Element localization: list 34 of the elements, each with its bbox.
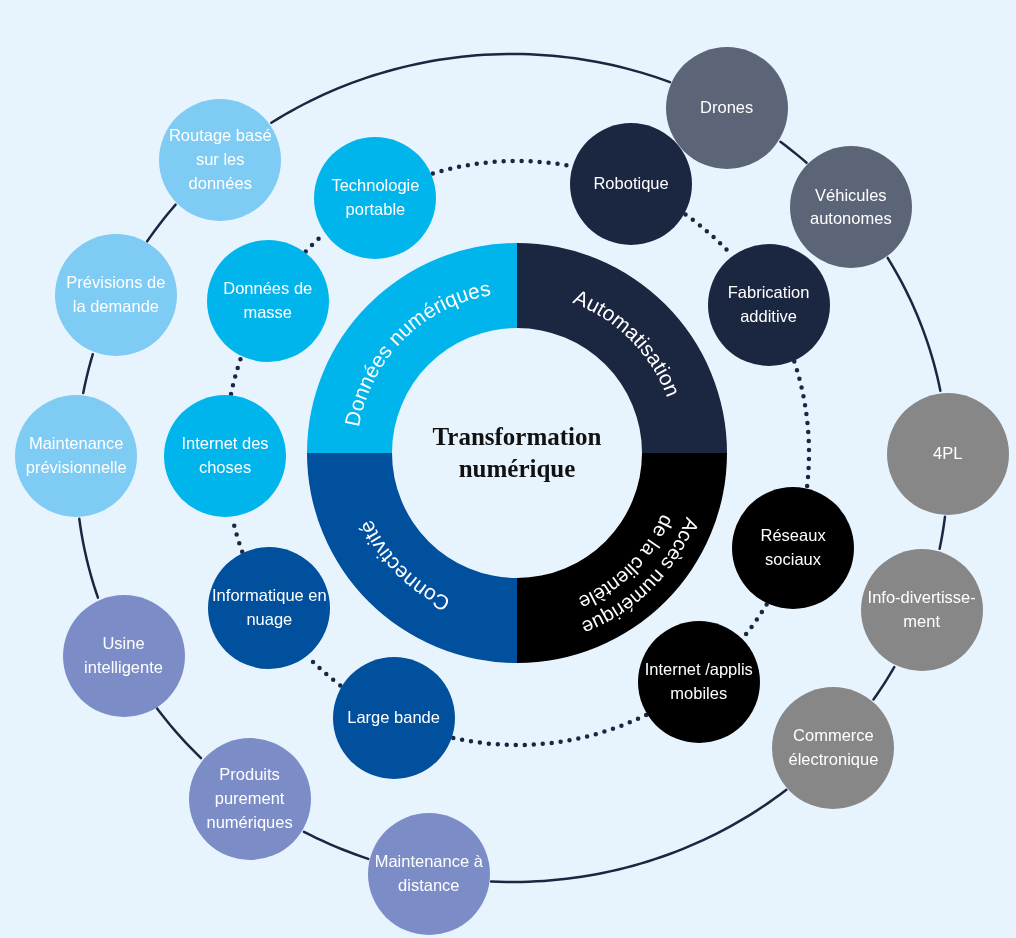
dotted-connector	[792, 359, 812, 490]
topic-circle: Prévisions de la demande	[54, 234, 177, 356]
dotted-connector	[228, 354, 244, 397]
dotted-connector	[450, 712, 649, 748]
connector-line	[155, 707, 203, 760]
topic-circle: Commerce électronique	[772, 686, 895, 809]
topic-circle: Véhicules autonomes	[789, 146, 912, 269]
topic-circle: Robotique	[570, 123, 693, 246]
topic-circle: Produits purement numériques	[188, 737, 311, 860]
connector-line	[872, 665, 896, 701]
topic-circle: Fabrication additive	[707, 243, 830, 366]
topic-circle: Internet des choses	[164, 395, 286, 518]
connector-line	[489, 788, 788, 884]
connector-line	[302, 830, 370, 861]
topic-circle: Large bande	[332, 656, 455, 779]
topic-circle: Maintenance à distance	[367, 813, 490, 936]
connector-line	[145, 203, 177, 243]
topic-circle: 4PL	[886, 392, 1009, 515]
connector-line	[82, 353, 95, 395]
topic-circle: Maintenance prévisionnelle	[15, 394, 138, 517]
connector-line	[78, 517, 100, 599]
connector-line	[270, 52, 672, 124]
connector-line	[886, 256, 942, 393]
topic-circle: Technologie portable	[314, 136, 437, 259]
connector-line	[779, 140, 808, 164]
topic-circle: Info-divertisse-ment	[860, 548, 983, 671]
topic-circle: Réseaux sociaux	[732, 487, 855, 610]
connector-line	[938, 515, 947, 550]
topic-circle: Drones	[665, 46, 788, 169]
topic-circle: Usine intelligente	[62, 594, 185, 717]
topic-circle: Routage basé sur les données	[159, 99, 282, 222]
topic-circle: Internet /applis mobiles	[637, 620, 760, 743]
topic-circle: Informatique en nuage	[208, 546, 331, 669]
topic-circle: Données de masse	[206, 239, 329, 362]
